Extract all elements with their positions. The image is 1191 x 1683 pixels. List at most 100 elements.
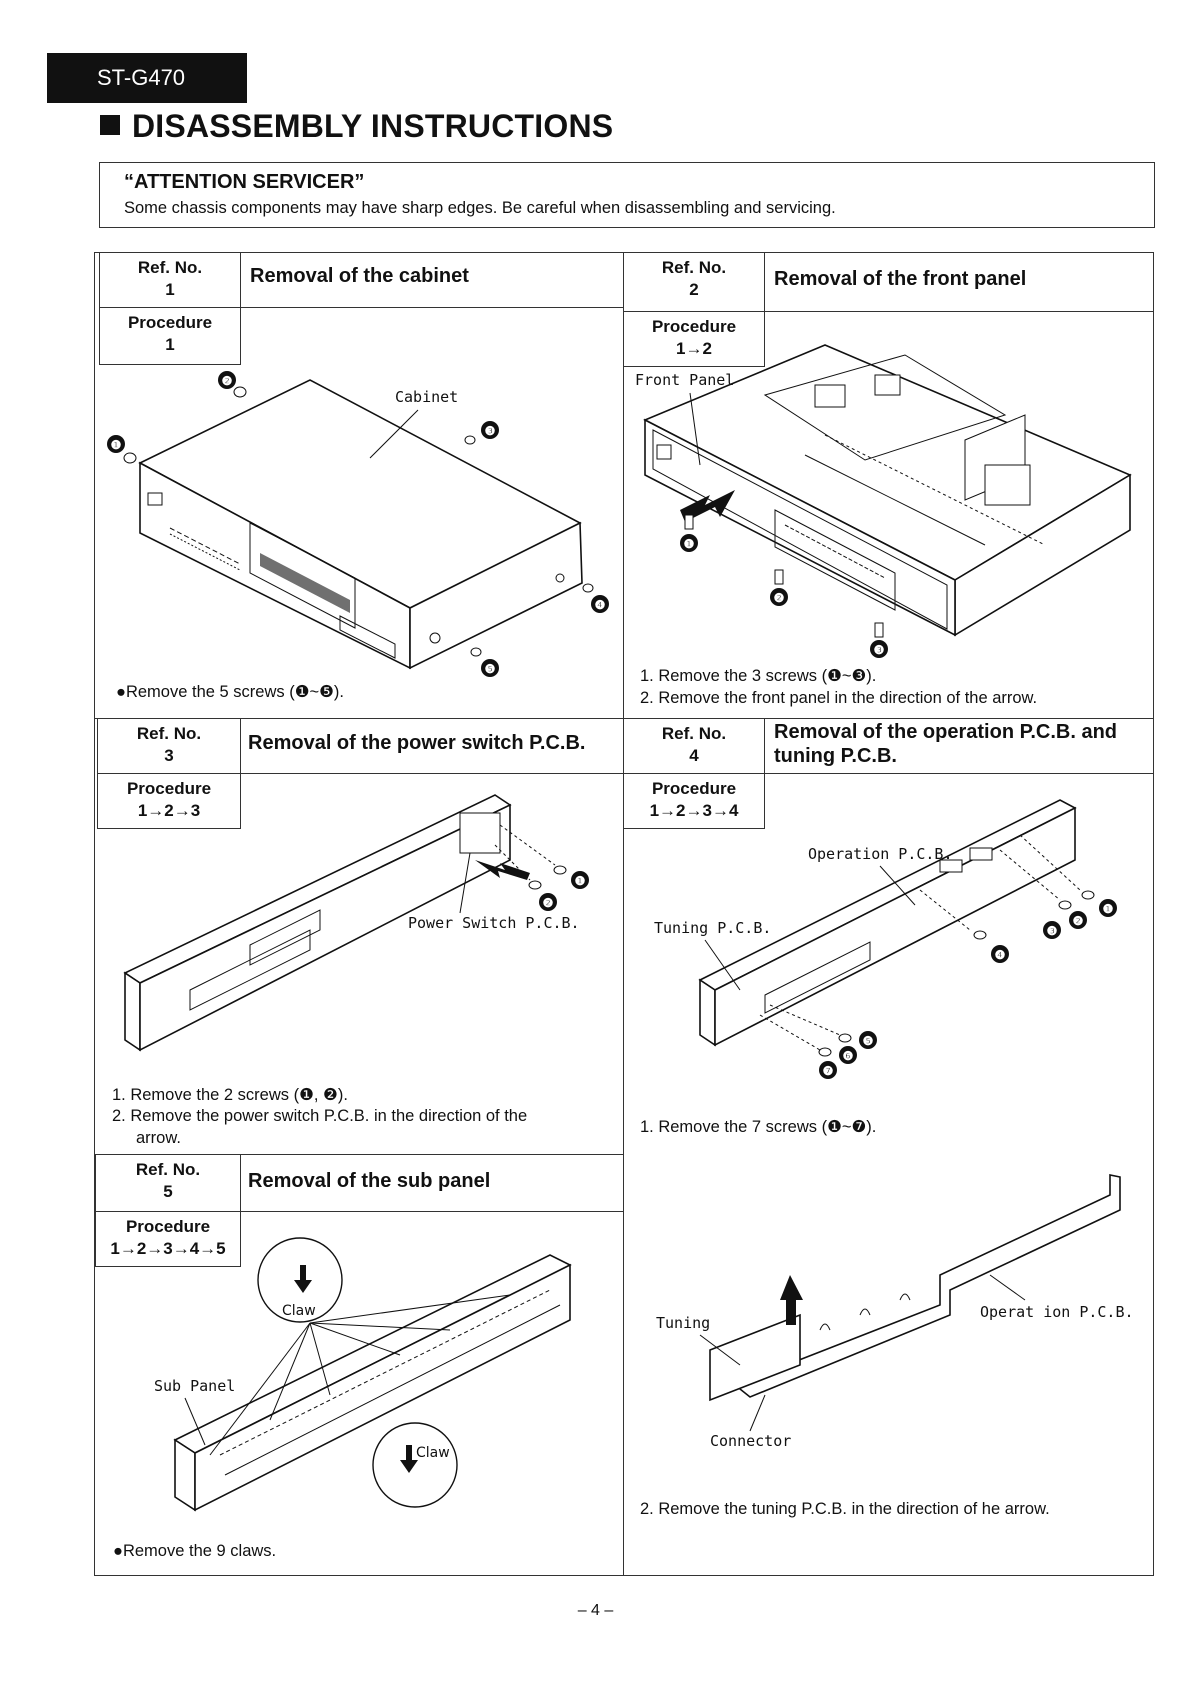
procedure-steps: 1→2→3: [137, 801, 201, 820]
step-3-2-cont: arrow.: [136, 1129, 181, 1147]
screw-number-1: ❶: [684, 537, 695, 551]
section-title-2: Removal of the front panel: [774, 268, 1027, 290]
procedure-box-5: Procedure 1→2→3→4→5: [95, 1211, 241, 1267]
screw-icon: [684, 514, 694, 530]
ref-label: Ref. No.: [661, 724, 727, 743]
procedure-label: Procedure: [127, 313, 213, 332]
section-title-4-line2: tuning P.C.B.: [774, 745, 897, 767]
screw-icon: [774, 569, 784, 585]
diagram-cabinet: Cabinet ❶ ❷ ❸ ❹ ❺: [107, 371, 609, 677]
page-number: – 4 –: [577, 1602, 614, 1619]
title-underline-5: [241, 1211, 623, 1212]
step-2-1: 1. Remove the 3 screws (❶~❸).: [640, 667, 877, 685]
step-2-2: 2. Remove the front panel in the directi…: [640, 689, 1038, 707]
screw-number-1: ❶: [111, 438, 122, 452]
screw-icon: [818, 1047, 832, 1057]
model-tag: ST-G470: [47, 53, 247, 103]
procedure-box-4: Procedure 1→2→3→4: [623, 773, 765, 829]
screw-number-3: ❸: [874, 643, 885, 657]
screw-number-7: ❼: [823, 1064, 834, 1078]
power-switch-label: Power Switch P.C.B.: [408, 914, 580, 932]
screw-icon: [553, 865, 567, 875]
screw-icon: [123, 452, 137, 464]
screw-number-1: ❶: [575, 874, 586, 888]
ref-label: Ref. No.: [661, 258, 727, 277]
procedure-label: Procedure: [125, 1217, 211, 1236]
screw-icon: [838, 1033, 852, 1043]
screw-number-1: ❶: [1103, 902, 1114, 916]
ref-number: 4: [689, 746, 699, 765]
step-3-2: 2. Remove the power switch P.C.B. in the…: [112, 1107, 528, 1125]
screw-icon: [582, 583, 594, 593]
procedure-steps: 1→2→3→4: [649, 801, 739, 820]
connector-label: Connector: [710, 1432, 791, 1450]
screw-number-3: ❸: [485, 424, 496, 438]
attention-text: Some chassis components may have sharp e…: [124, 199, 836, 217]
screw-number-2: ❷: [774, 591, 785, 605]
section-title-3: Removal of the power switch P.C.B.: [248, 732, 586, 754]
step-4-1: 1. Remove the 7 screws (❶~❼).: [640, 1118, 877, 1136]
step-4-2: 2. Remove the tuning P.C.B. in the direc…: [640, 1500, 1050, 1518]
sub-panel-label: Sub Panel: [154, 1377, 235, 1395]
claw-label-1: Claw: [282, 1303, 316, 1319]
procedure-label: Procedure: [651, 779, 737, 798]
screw-icon: [874, 622, 884, 638]
screw-number-2: ❷: [222, 374, 233, 388]
screw-number-4: ❹: [995, 948, 1006, 962]
ref-box-5: Ref. No. 5: [95, 1154, 241, 1212]
step-3-1: 1. Remove the 2 screws (❶, ❷).: [112, 1086, 348, 1104]
section-title-1: Removal of the cabinet: [250, 265, 469, 287]
ref-number: 1: [165, 280, 175, 299]
screw-number-2: ❷: [543, 896, 554, 910]
procedure-box-3: Procedure 1→2→3: [97, 773, 241, 829]
grid-divider-vertical: [623, 252, 624, 1576]
screw-icon: [528, 880, 542, 890]
model-name: ST-G470: [97, 65, 186, 90]
section-title-4-line1: Removal of the operation P.C.B. and: [774, 721, 1118, 743]
cabinet-label: Cabinet: [395, 388, 458, 406]
diagram-operation-pcb: Operation P.C.B. Tuning P.C.B. ❶ ❷ ❸ ❹ ❺…: [654, 799, 1117, 1079]
procedure-box-1: Procedure 1: [99, 307, 241, 365]
tuning-label: Tuning: [656, 1314, 710, 1332]
title-underline-1: [241, 307, 623, 308]
screw-icon: [973, 930, 987, 940]
ref-box-3: Ref. No. 3: [97, 718, 241, 774]
screw-icon: [1058, 900, 1072, 910]
procedure-label: Procedure: [651, 317, 737, 336]
operation-pcb-label-2: Operat ion P.C.B.: [980, 1303, 1134, 1321]
procedure-steps: 1: [165, 335, 175, 354]
ref-label: Ref. No.: [136, 724, 202, 743]
screw-number-5: ❺: [863, 1034, 874, 1048]
title-underline-3: [241, 773, 623, 774]
page-title-text: DISASSEMBLY INSTRUCTIONS: [132, 108, 614, 144]
screw-number-6: ❻: [843, 1049, 854, 1063]
title-underline-2: [765, 311, 1154, 312]
diagram-tuning-pcb: Tuning Operat ion P.C.B. Connector: [656, 1174, 1134, 1450]
step-1-1: ●Remove the 5 screws (❶~❺).: [116, 683, 344, 701]
square-bullet-icon: [100, 115, 120, 135]
section-title-4: Removal of the operation P.C.B. and tuni…: [774, 720, 1117, 768]
procedure-label: Procedure: [126, 779, 212, 798]
page-title: DISASSEMBLY INSTRUCTIONS: [100, 108, 613, 145]
front-panel-label: Front Panel: [635, 371, 734, 389]
ref-label: Ref. No.: [137, 258, 203, 277]
screw-icon: [464, 435, 476, 445]
screw-icon: [1081, 890, 1095, 900]
screw-number-5: ❺: [485, 662, 496, 676]
diagram-front-panel: Front Panel ❶ ❷ ❸: [635, 344, 1132, 658]
claw-label-2: Claw: [416, 1445, 450, 1461]
attention-heading: “ATTENTION SERVICER”: [124, 171, 365, 193]
ref-box-1: Ref. No. 1: [99, 252, 241, 308]
ref-number: 3: [164, 746, 174, 765]
grid-divider-row2-left: [94, 1154, 623, 1155]
ref-number: 5: [163, 1182, 173, 1201]
diagram-sub-panel: Claw Claw Sub Panel: [154, 1237, 572, 1512]
screw-number-3: ❸: [1047, 924, 1058, 938]
screw-icon: [470, 647, 482, 657]
ref-box-2: Ref. No. 2: [623, 252, 765, 312]
attention-box: “ATTENTION SERVICER” Some chassis compon…: [99, 162, 1155, 228]
screw-number-2: ❷: [1073, 914, 1084, 928]
step-5-1: ●Remove the 9 claws.: [113, 1542, 277, 1560]
ref-number: 2: [689, 280, 699, 299]
section-title-5: Removal of the sub panel: [248, 1170, 491, 1192]
